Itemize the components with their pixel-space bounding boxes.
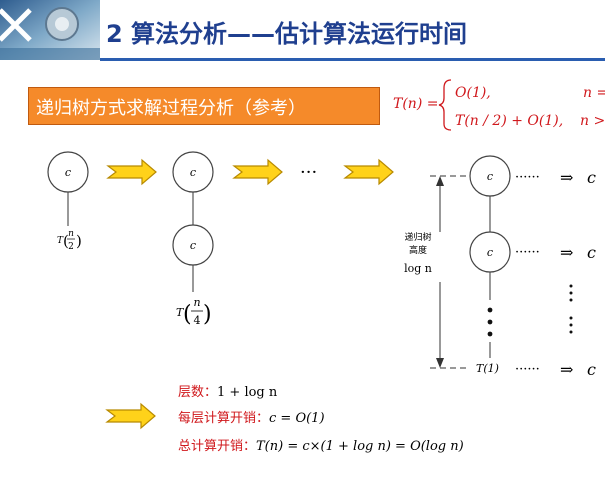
base-case-label: T(1) [476,362,499,375]
svg-text:······: ······ [515,170,540,185]
svg-text:⇒: ⇒ [560,243,573,262]
svg-text:······: ······ [515,245,540,260]
block-arrow-right-icon [106,403,156,429]
svg-text:c: c [587,243,596,262]
tree-node-label: c [487,170,493,183]
recurrence-case1-cond: n = [583,85,605,101]
svg-text:⇒: ⇒ [560,360,573,379]
svg-text:2: 2 [68,242,74,252]
leaf-t-n-over-2: T ( n 2 ) [57,229,82,252]
svg-text:4: 4 [194,314,201,327]
svg-text:n: n [193,296,200,309]
recurrence-formula: T(n) = O(1), n = T(n / 2) + O(1), n > [393,79,605,131]
recurrence-case2-cond: n > [580,113,605,129]
svg-text:T: T [176,306,185,319]
tree-node [172,151,214,193]
svg-text:(: ( [183,302,192,327]
svg-text:······: ······ [515,362,540,377]
block-arrow-right-icon [233,159,283,185]
stage-ellipsis: ··· [300,162,317,183]
leaf-t-n-over-4: T ( n 4 ) [176,296,212,327]
block-arrow-right-icon [344,159,394,185]
recurrence-brace [438,79,452,131]
summary-levels: 层数：1 + log n [178,385,278,400]
tree-node-label: c [487,246,493,259]
svg-text:n: n [68,229,74,239]
svg-text:c: c [587,168,596,187]
row-cost-1: ······ ⇒ c [515,168,596,187]
subtitle-text: 递归树方式求解过程分析（参考） [36,98,306,119]
height-label-1: 递归树 [404,231,431,243]
block-arrow-right-icon [107,159,157,185]
row-cost-base: ······ ⇒ c [515,360,596,379]
summary-per-level-cost: 每层计算开销：c = O(1) [178,411,325,426]
title-divider [100,58,605,61]
tree-node [172,224,214,266]
recurrence-case1-expr: O(1), [455,85,491,101]
tree-stage-final: 递归树 高度 log n c c T(1) ······ ⇒ c ······ … [404,155,596,379]
height-log-n: log n [404,262,432,275]
recurrence-lhs: T(n) = [393,96,438,112]
svg-text:c: c [587,360,596,379]
svg-text:): ) [76,232,82,250]
tree-node [469,155,511,197]
tree-node-label: c [190,239,196,252]
svg-text:⇒: ⇒ [560,168,573,187]
svg-text:): ) [203,302,212,327]
tree-stage-1: c T ( n 2 ) [47,151,89,252]
tree-node [469,231,511,273]
recurrence-case2-expr: T(n / 2) + O(1), [455,113,563,129]
tree-stage-2: c c T ( n 4 ) [172,151,214,327]
tree-node-label: c [190,166,196,179]
tree-node [47,151,89,193]
row-cost-vertical-ellipsis [569,284,573,334]
height-label-2: 高度 [409,244,427,256]
header-decoration-image [0,0,100,60]
page-title: 2 算法分析——估计算法运行时间 [106,20,468,48]
tree-node-label: c [65,166,71,179]
row-cost-2: ······ ⇒ c [515,243,596,262]
subtitle-banner [28,87,380,125]
summary-total-cost: 总计算开销：T(n) = c×(1 + log n) = O(log n) [178,439,464,454]
svg-text:T: T [57,236,64,246]
svg-text:(: ( [63,232,69,250]
